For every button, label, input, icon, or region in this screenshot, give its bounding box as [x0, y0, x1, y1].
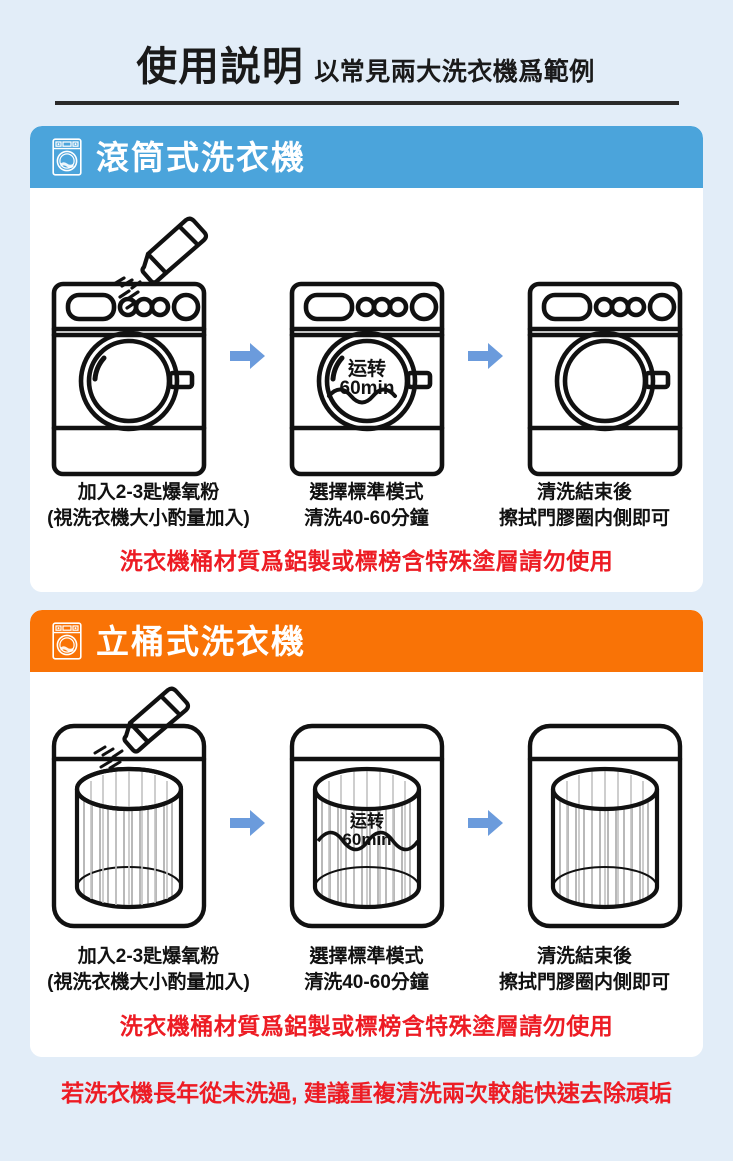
- toploader-step-2-illustration: 运转 60min: [269, 678, 465, 948]
- drum-caption-1: 加入2-3匙爆氧粉 (視洗衣機大小酌量加入): [40, 480, 258, 531]
- toploader-caption-2-line2: 清洗40-60分鐘: [304, 971, 429, 993]
- section-toploader-body: 运转 60min: [30, 672, 703, 1057]
- toploader-arrow-1: [227, 788, 269, 838]
- page-subtitle: 以常見兩大洗衣機爲範例: [314, 58, 595, 86]
- drum-caption-1-line1: 加入2-3匙爆氧粉: [77, 482, 220, 503]
- drum-arrow-1: [227, 307, 269, 371]
- drum-caption-3-line1: 清洗結束後: [536, 482, 632, 503]
- section-drum-title: 滾筒式洗衣機: [96, 138, 306, 176]
- toploader-captions-row: 加入2-3匙爆氧粉 (視洗衣機大小酌量加入) 選擇標準模式 清洗40-60分鐘 …: [30, 944, 703, 995]
- drum-run-label-line1: 运转: [346, 357, 385, 380]
- toploader-caption-1-line2: (視洗衣機大小酌量加入): [47, 971, 250, 993]
- section-drum-banner: 滾筒式洗衣機: [30, 126, 703, 188]
- footer-note: 若洗衣機長年從未洗過, 建議重複清洗兩次較能快速去除頑垢: [61, 1079, 672, 1106]
- top-load-washer-clean: [527, 724, 682, 929]
- drum-caption-2-line2: 清洗40-60分鐘: [304, 507, 429, 529]
- drum-step-1-illustration: [31, 194, 227, 484]
- toploader-caption-2: 選擇標準模式 清洗40-60分鐘: [258, 944, 476, 995]
- page-header: 使用説明 以常見兩大洗衣機爲範例: [0, 0, 733, 105]
- drum-run-label-line2: 60min: [339, 378, 394, 399]
- section-drum-washer: 滾筒式洗衣機: [30, 126, 703, 593]
- toploader-caption-3-line2: 擦拭門膠圈内側即可: [498, 971, 670, 993]
- drum-captions-row: 加入2-3匙爆氧粉 (視洗衣機大小酌量加入) 選擇標準模式 清洗40-60分鐘 …: [30, 480, 703, 531]
- section-toploader-washer: 立桶式洗衣機: [30, 610, 703, 1057]
- toploader-caption-2-line1: 選擇標準模式: [309, 946, 424, 968]
- arrow-right-icon: [229, 810, 265, 837]
- drum-caption-2: 選擇標準模式 清洗40-60分鐘: [258, 480, 476, 531]
- drum-step-3-illustration: [507, 194, 703, 484]
- section-toploader-title: 立桶式洗衣機: [96, 622, 306, 660]
- toploader-caption-3: 清洗結束後 擦拭門膠圈内側即可: [476, 944, 694, 995]
- header-line: 使用説明 以常見兩大洗衣機爲範例: [0, 34, 733, 92]
- drum-caption-3: 清洗結束後 擦拭門膠圈内側即可: [476, 480, 694, 531]
- section-drum-body: 运转 60min: [30, 188, 703, 593]
- top-load-washer-with-powder-bottle: [51, 686, 206, 929]
- front-load-washer-with-powder-bottle: [51, 216, 208, 477]
- toploader-caption-1: 加入2-3匙爆氧粉 (視洗衣機大小酌量加入): [40, 944, 258, 995]
- arrow-right-icon: [467, 343, 503, 369]
- washing-machine-icon: [52, 622, 82, 660]
- page-title: 使用説明: [136, 45, 304, 89]
- drum-arrow-2: [465, 307, 507, 371]
- tub-run-label-line2: 60min: [342, 830, 391, 849]
- section-toploader-banner: 立桶式洗衣機: [30, 610, 703, 673]
- toploader-step-3-illustration: [507, 678, 703, 948]
- washing-machine-icon: [52, 138, 82, 176]
- toploader-step-1-illustration: [31, 678, 227, 948]
- toploader-caption-3-line1: 清洗結束後: [536, 946, 632, 968]
- drum-steps-row: 运转 60min: [30, 194, 703, 484]
- arrow-right-icon: [229, 343, 265, 369]
- toploader-warning-text: 洗衣機桶材質爲鋁製或標榜含特殊塗層請勿使用: [119, 1012, 614, 1039]
- toploader-arrow-2: [465, 788, 507, 838]
- tub-run-label-line1: 运转: [349, 811, 384, 831]
- header-divider: [54, 101, 679, 105]
- drum-caption-3-line2: 擦拭門膠圈内側即可: [498, 507, 670, 529]
- front-load-washer-clean: [527, 281, 682, 477]
- toploader-steps-row: 运转 60min: [30, 678, 703, 948]
- top-load-washer-running: 运转 60min: [289, 724, 444, 929]
- toploader-caption-1-line1: 加入2-3匙爆氧粉: [77, 946, 220, 968]
- drum-warning-text: 洗衣機桶材質爲鋁製或標榜含特殊塗層請勿使用: [119, 548, 614, 575]
- drum-caption-1-line2: (視洗衣機大小酌量加入): [47, 507, 250, 529]
- arrow-right-icon: [467, 810, 503, 837]
- drum-caption-2-line1: 選擇標準模式: [309, 482, 424, 503]
- drum-step-2-illustration: 运转 60min: [269, 194, 465, 484]
- front-load-washer-running: 运转 60min: [289, 281, 444, 477]
